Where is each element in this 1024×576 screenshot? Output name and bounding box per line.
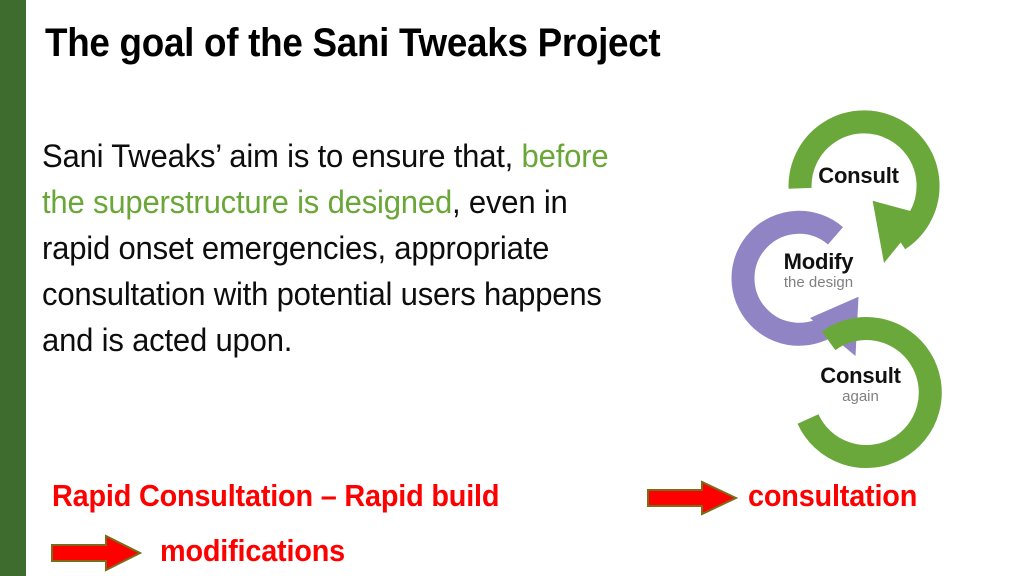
- diagram-node-consult-again: Consult again: [768, 364, 953, 405]
- footer-line1-left: Rapid Consultation – Rapid build: [52, 478, 500, 513]
- green-circular-arrow-consult: [788, 110, 940, 263]
- diagram-node-modify: Modify the design: [726, 250, 911, 291]
- diagram-node-label: Consult: [818, 163, 899, 188]
- red-right-arrow-icon: [647, 480, 738, 516]
- diagram-node-sublabel: the design: [783, 274, 854, 292]
- green-circular-arrow-consult-again: [797, 317, 942, 469]
- footer-line2: modifications: [160, 533, 345, 568]
- body-text-highlight: before the superstructure is designed: [42, 138, 609, 220]
- diagram-node-label: Consult: [820, 363, 901, 388]
- footer-line1-right: consultation: [748, 478, 918, 513]
- diagram-node-sublabel: again: [842, 388, 879, 406]
- body-text-part1: Sani Tweaks’ aim is to ensure that,: [42, 138, 522, 174]
- body-text-part2: , even in rapid onset emergencies, appro…: [42, 184, 602, 358]
- page-title: The goal of the Sani Tweaks Project: [45, 21, 661, 65]
- body-paragraph: Sani Tweaks’ aim is to ensure that, befo…: [42, 133, 624, 363]
- consultation-cycle-diagram: Consult Modify the design Consult again: [716, 92, 966, 487]
- red-right-arrow-icon-2: [51, 534, 142, 572]
- diagram-node-label: Modify: [783, 249, 854, 274]
- cycle-diagram-svg: [731, 110, 942, 469]
- diagram-node-consult-top: Consult: [766, 164, 951, 187]
- left-accent-bar: [0, 0, 26, 576]
